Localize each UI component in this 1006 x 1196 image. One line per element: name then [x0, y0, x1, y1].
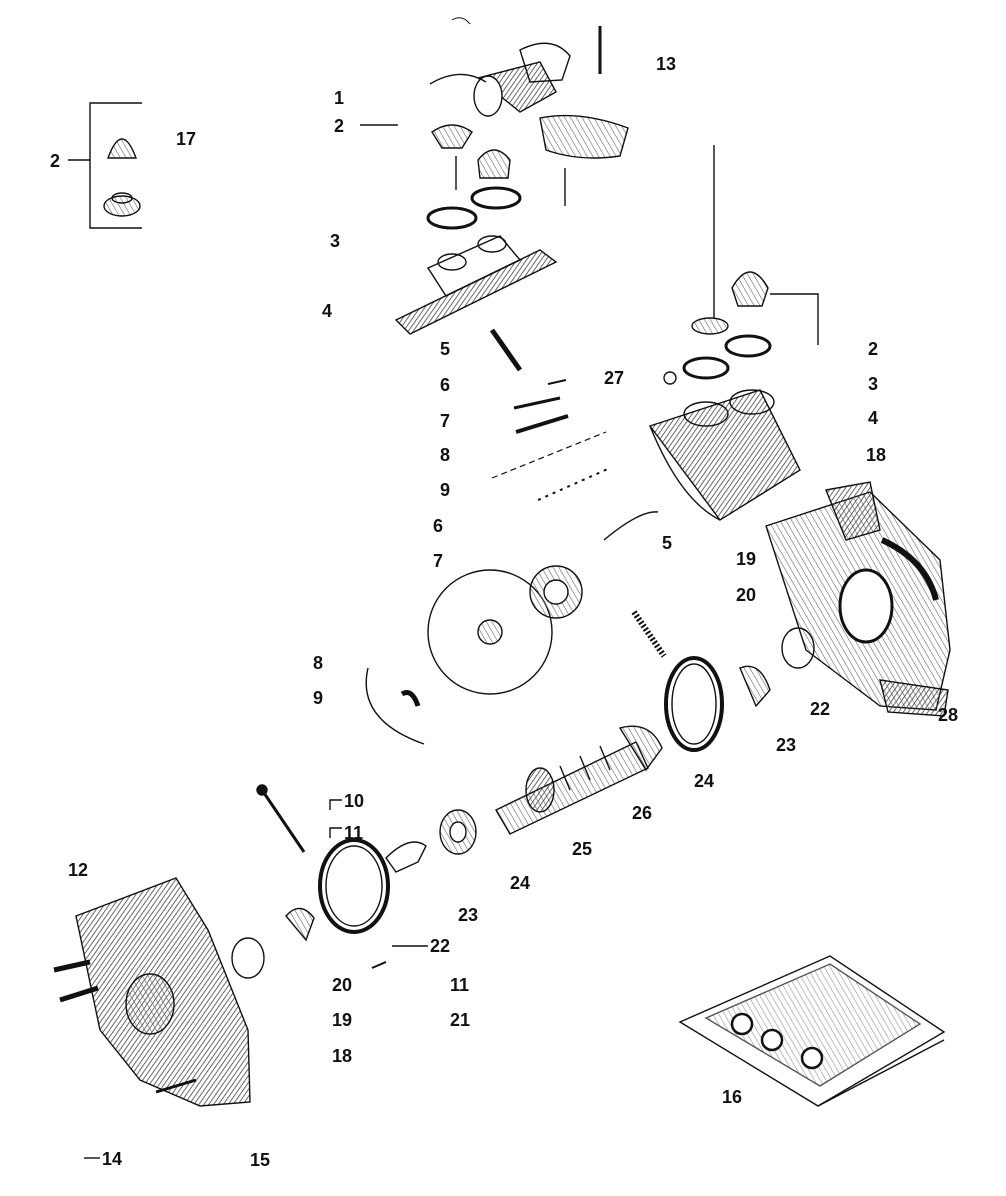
callout-13: 13: [656, 54, 677, 74]
upper-valves-left: [360, 124, 522, 230]
callout-28: 28: [938, 705, 959, 725]
callout-25: 25: [572, 839, 593, 859]
crankcase-left: [53, 877, 251, 1107]
callout-6: 6: [440, 375, 451, 395]
seals-gaskets-right: [631, 610, 815, 752]
callout-11-low: 11: [450, 975, 470, 995]
callout-5: 5: [440, 339, 451, 359]
spray-nozzle-assembly: [429, 17, 629, 206]
callout-24-right: 24: [694, 771, 715, 791]
lower-bearing-parts: [231, 784, 477, 979]
callout-2-right: 2: [868, 339, 879, 359]
pump-head-right: [648, 145, 819, 521]
callout-18-low: 18: [332, 1046, 353, 1066]
callout-23-right: 23: [776, 735, 797, 755]
callout-16: 16: [722, 1087, 743, 1107]
callout-3-right: 3: [868, 374, 879, 394]
callout-22-right: 22: [810, 699, 831, 719]
callout-12: 12: [68, 860, 89, 880]
callout-14: 14: [102, 1149, 123, 1169]
callout-11: 11: [344, 823, 364, 843]
callout-9: 9: [440, 480, 451, 500]
drive-pulley: [365, 565, 583, 745]
callout-6-b: 6: [433, 516, 444, 536]
callout-27: 27: [604, 368, 625, 388]
callout-4: 4: [322, 301, 333, 321]
dipstick-decal-plate: [678, 955, 946, 1107]
callout-5-right: 5: [662, 533, 673, 553]
callout-20-right: 20: [736, 585, 757, 605]
callout-7-b: 7: [433, 551, 444, 571]
callout-4-right: 4: [868, 408, 879, 428]
callout-17: 17: [176, 129, 197, 149]
callout-1: 1: [334, 88, 345, 108]
callout-3: 3: [330, 231, 341, 251]
crankcase-right: [765, 481, 951, 717]
callout-15: 15: [250, 1150, 271, 1170]
callout-26: 26: [632, 803, 653, 823]
callout-7: 7: [440, 411, 451, 431]
callout-2: 2: [334, 116, 345, 136]
callout-2-inset: 2: [50, 151, 61, 171]
callout-8: 8: [440, 445, 451, 465]
inset-nozzle-parts: [68, 102, 142, 229]
callout-20-low: 20: [332, 975, 353, 995]
callout-23-mid: 23: [458, 905, 479, 925]
callout-19-right: 19: [736, 549, 757, 569]
callout-10: 10: [344, 791, 365, 811]
valve-manifold: [394, 235, 558, 335]
callout-18-right: 18: [866, 445, 887, 465]
crankshaft: [495, 725, 663, 835]
callout-9-b: 9: [313, 688, 324, 708]
callout-21: 21: [450, 1010, 471, 1030]
callout-19-low: 19: [332, 1010, 353, 1030]
callout-22-mid: 22: [430, 936, 451, 956]
callout-24-mid: 24: [510, 873, 531, 893]
plunger-small-parts: [489, 328, 677, 541]
callout-8-b: 8: [313, 653, 324, 673]
